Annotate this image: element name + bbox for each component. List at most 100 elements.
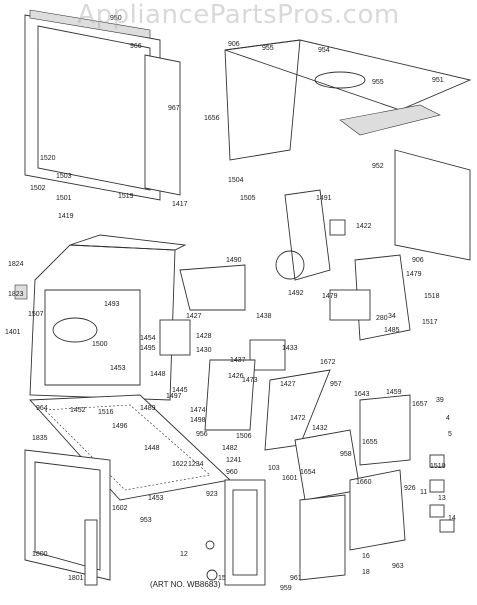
callout-280: 280	[376, 315, 388, 322]
callout-1655: 1655	[362, 439, 378, 446]
callout-1433: 1433	[282, 345, 298, 352]
callout-1800: 1800	[32, 551, 48, 558]
callout-958: 958	[340, 451, 352, 458]
callout-1482: 1482	[222, 445, 238, 452]
callout-923: 923	[206, 491, 218, 498]
callout-1417: 1417	[172, 201, 188, 208]
callout-950: 950	[110, 15, 122, 22]
callout-1505: 1505	[240, 195, 256, 202]
callout-1520: 1520	[40, 155, 56, 162]
callout-1474: 1474	[190, 407, 206, 414]
callout-955: 955	[262, 45, 274, 52]
art-number: (ART NO. WB8683)	[150, 580, 221, 589]
callout-1502: 1502	[30, 185, 46, 192]
control-panel-assembly	[224, 394, 411, 586]
callout-4: 4	[446, 415, 450, 422]
callout-16: 16	[362, 553, 370, 560]
callout-1489: 1489	[140, 405, 156, 412]
callout-1495: 1495	[140, 345, 156, 352]
callout-1428: 1428	[196, 333, 212, 340]
callout-1601: 1601	[282, 475, 298, 482]
callout-952: 952	[372, 163, 384, 170]
callout-1479: 1479	[322, 293, 338, 300]
callout-1473: 1473	[242, 377, 258, 384]
callout-906: 906	[228, 41, 240, 48]
callout-1452: 1452	[70, 407, 86, 414]
callout-15: 15	[218, 575, 226, 582]
callout-18: 18	[362, 569, 370, 576]
callout-1419: 1419	[58, 213, 74, 220]
callout-1504: 1504	[228, 177, 244, 184]
callout-1823: 1823	[8, 291, 24, 298]
callout-1479: 1479	[406, 271, 422, 278]
callout-1492: 1492	[288, 290, 304, 297]
callout-1491: 1491	[316, 195, 332, 202]
callout-5: 5	[448, 431, 452, 438]
callout-966: 966	[130, 43, 142, 50]
callout-963: 963	[392, 563, 404, 570]
callout-955: 955	[372, 79, 384, 86]
callout-1657: 1657	[412, 401, 428, 408]
callout-1801: 1801	[68, 575, 84, 582]
callout-1510: 1510	[430, 463, 446, 470]
callout-964: 964	[36, 405, 48, 412]
oven-cavity	[14, 234, 187, 401]
callout-1654: 1654	[300, 469, 316, 476]
callout-1643: 1643	[354, 391, 370, 398]
callout-39: 39	[436, 397, 444, 404]
callout-1516: 1516	[98, 409, 114, 416]
callout-1507: 1507	[28, 311, 44, 318]
callout-1503: 1503	[56, 173, 72, 180]
callout-1241: 1241	[226, 457, 242, 464]
callout-960: 960	[226, 469, 238, 476]
outer-case	[224, 39, 472, 261]
callout-1427: 1427	[186, 313, 202, 320]
callout-961: 961	[290, 575, 302, 582]
callout-1485: 1485	[384, 327, 400, 334]
callout-1422: 1422	[356, 223, 372, 230]
callout-1518: 1518	[424, 293, 440, 300]
door-frame-assembly	[24, 9, 181, 201]
callout-12: 12	[180, 551, 188, 558]
callout-1453: 1453	[110, 365, 126, 372]
callout-1506: 1506	[236, 433, 252, 440]
callout-951: 951	[432, 77, 444, 84]
callout-13: 13	[438, 495, 446, 502]
callout-1490: 1490	[226, 257, 242, 264]
callout-1602: 1602	[112, 505, 128, 512]
callout-1234: 1234	[188, 461, 204, 468]
callout-1472: 1472	[290, 415, 306, 422]
callout-906: 906	[412, 257, 424, 264]
callout-926: 926	[404, 485, 416, 492]
callout-1437: 1437	[230, 357, 246, 364]
small-parts	[205, 454, 455, 581]
callout-1430: 1430	[196, 347, 212, 354]
callout-1496: 1496	[112, 423, 128, 430]
callout-1835: 1835	[32, 435, 48, 442]
callout-1445: 1445	[172, 387, 188, 394]
callout-957: 957	[330, 381, 342, 388]
callout-1519: 1519	[118, 193, 134, 200]
callout-1656: 1656	[204, 115, 220, 122]
control-components	[159, 189, 411, 451]
callout-1497: 1497	[166, 393, 182, 400]
callout-1454: 1454	[140, 335, 156, 342]
callout-1448: 1448	[144, 445, 160, 452]
callout-1432: 1432	[312, 425, 328, 432]
callout-1493: 1493	[104, 301, 120, 308]
door-assembly	[24, 449, 111, 586]
callout-1660: 1660	[356, 479, 372, 486]
callout-34: 34	[388, 313, 396, 320]
callout-1672: 1672	[320, 359, 336, 366]
callout-1824: 1824	[8, 261, 24, 268]
callout-1401: 1401	[5, 329, 21, 336]
callout-1498: 1498	[190, 417, 206, 424]
callout-1426: 1426	[228, 373, 244, 380]
callout-1438: 1438	[256, 313, 272, 320]
callout-1459: 1459	[386, 389, 402, 396]
callout-1500: 1500	[92, 341, 108, 348]
callout-967: 967	[168, 105, 180, 112]
